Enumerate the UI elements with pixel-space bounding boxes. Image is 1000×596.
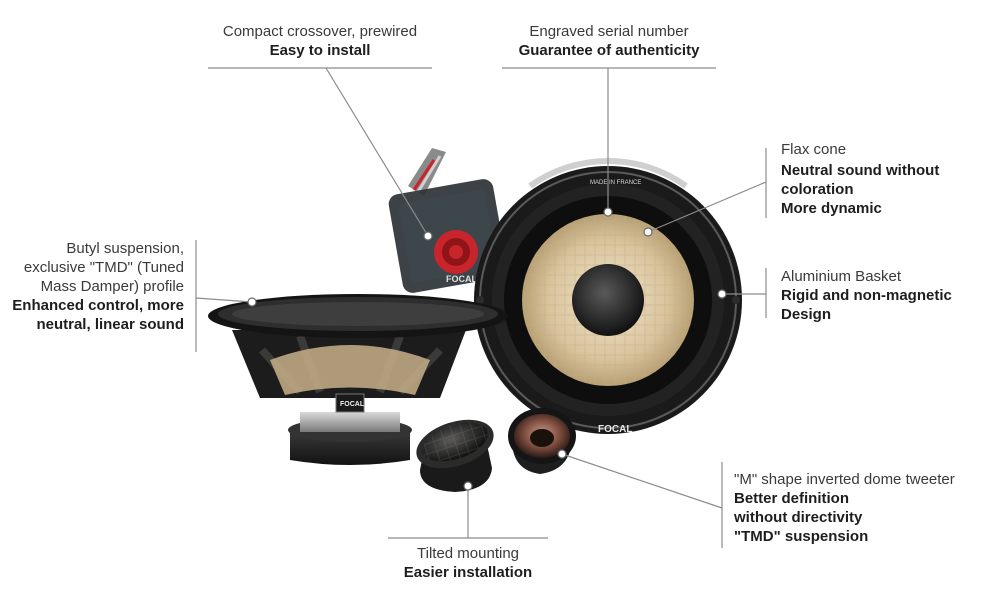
tilted-caption: Tilted mounting xyxy=(417,545,519,562)
tweeter-caption: "M" shape inverted dome tweeter xyxy=(734,471,955,488)
callout-serial-number: Engraved serial number Guarantee of auth… xyxy=(502,22,716,60)
leader-lines xyxy=(195,67,767,548)
callout-crossover: Compact crossover, prewired Easy to inst… xyxy=(208,22,432,60)
butyl-benefit-1: Enhanced control, more xyxy=(12,297,184,314)
side-woofer-brand-text: FOCAL xyxy=(340,401,365,408)
basket-benefit-1: Rigid and non-magnetic xyxy=(781,287,952,304)
callout-tilted-mounting: Tilted mounting Easier installation xyxy=(388,544,548,582)
crossover-unit: FOCAL xyxy=(388,148,508,293)
callout-aluminium-basket: Aluminium Basket Rigid and non-magnetic … xyxy=(781,267,991,324)
woofer-front: MADE IN FRANCE FOCAL xyxy=(474,157,742,435)
crossover-caption: Compact crossover, prewired xyxy=(222,23,418,40)
flax-caption: Flax cone xyxy=(781,141,847,158)
callout-inverted-dome-tweeter: "M" shape inverted dome tweeter Better d… xyxy=(734,470,996,546)
callout-butyl-suspension: Butyl suspension, exclusive "TMD" (Tuned… xyxy=(4,239,184,334)
ring-engraving-text: MADE IN FRANCE xyxy=(590,180,641,186)
butyl-benefit-2: neutral, linear sound xyxy=(36,316,184,333)
inverted-dome-tweeter xyxy=(508,408,576,474)
serial-benefit: Guarantee of authenticity xyxy=(518,42,700,59)
woofer-side: FOCAL xyxy=(208,294,508,465)
flax-benefit-2: coloration xyxy=(781,181,854,198)
basket-benefit-2: Design xyxy=(781,306,832,323)
tweeter-benefit-3: "TMD" suspension xyxy=(734,528,869,545)
leader-dots xyxy=(247,207,727,491)
tweeter-benefit-2: without directivity xyxy=(734,509,863,526)
tweeter-benefit-1: Better definition xyxy=(734,490,849,507)
crossover-benefit: Easy to install xyxy=(269,42,371,59)
tilted-benefit: Easier installation xyxy=(403,564,533,581)
flax-benefit-1: Neutral sound without xyxy=(781,162,940,179)
crossover-brand-text: FOCAL xyxy=(446,274,477,284)
butyl-caption-3: Mass Damper) profile xyxy=(40,278,184,295)
basket-caption: Aluminium Basket xyxy=(781,268,902,285)
butyl-caption-2: exclusive "TMD" (Tuned xyxy=(23,259,184,276)
butyl-caption-1: Butyl suspension, xyxy=(66,240,184,257)
woofer-brand-text: FOCAL xyxy=(598,424,632,435)
tilted-tweeter-mount xyxy=(416,419,494,492)
callout-flax-cone: Flax cone Neutral sound without colorati… xyxy=(781,140,991,218)
serial-caption: Engraved serial number xyxy=(529,23,689,40)
flax-benefit-3: More dynamic xyxy=(781,200,882,217)
